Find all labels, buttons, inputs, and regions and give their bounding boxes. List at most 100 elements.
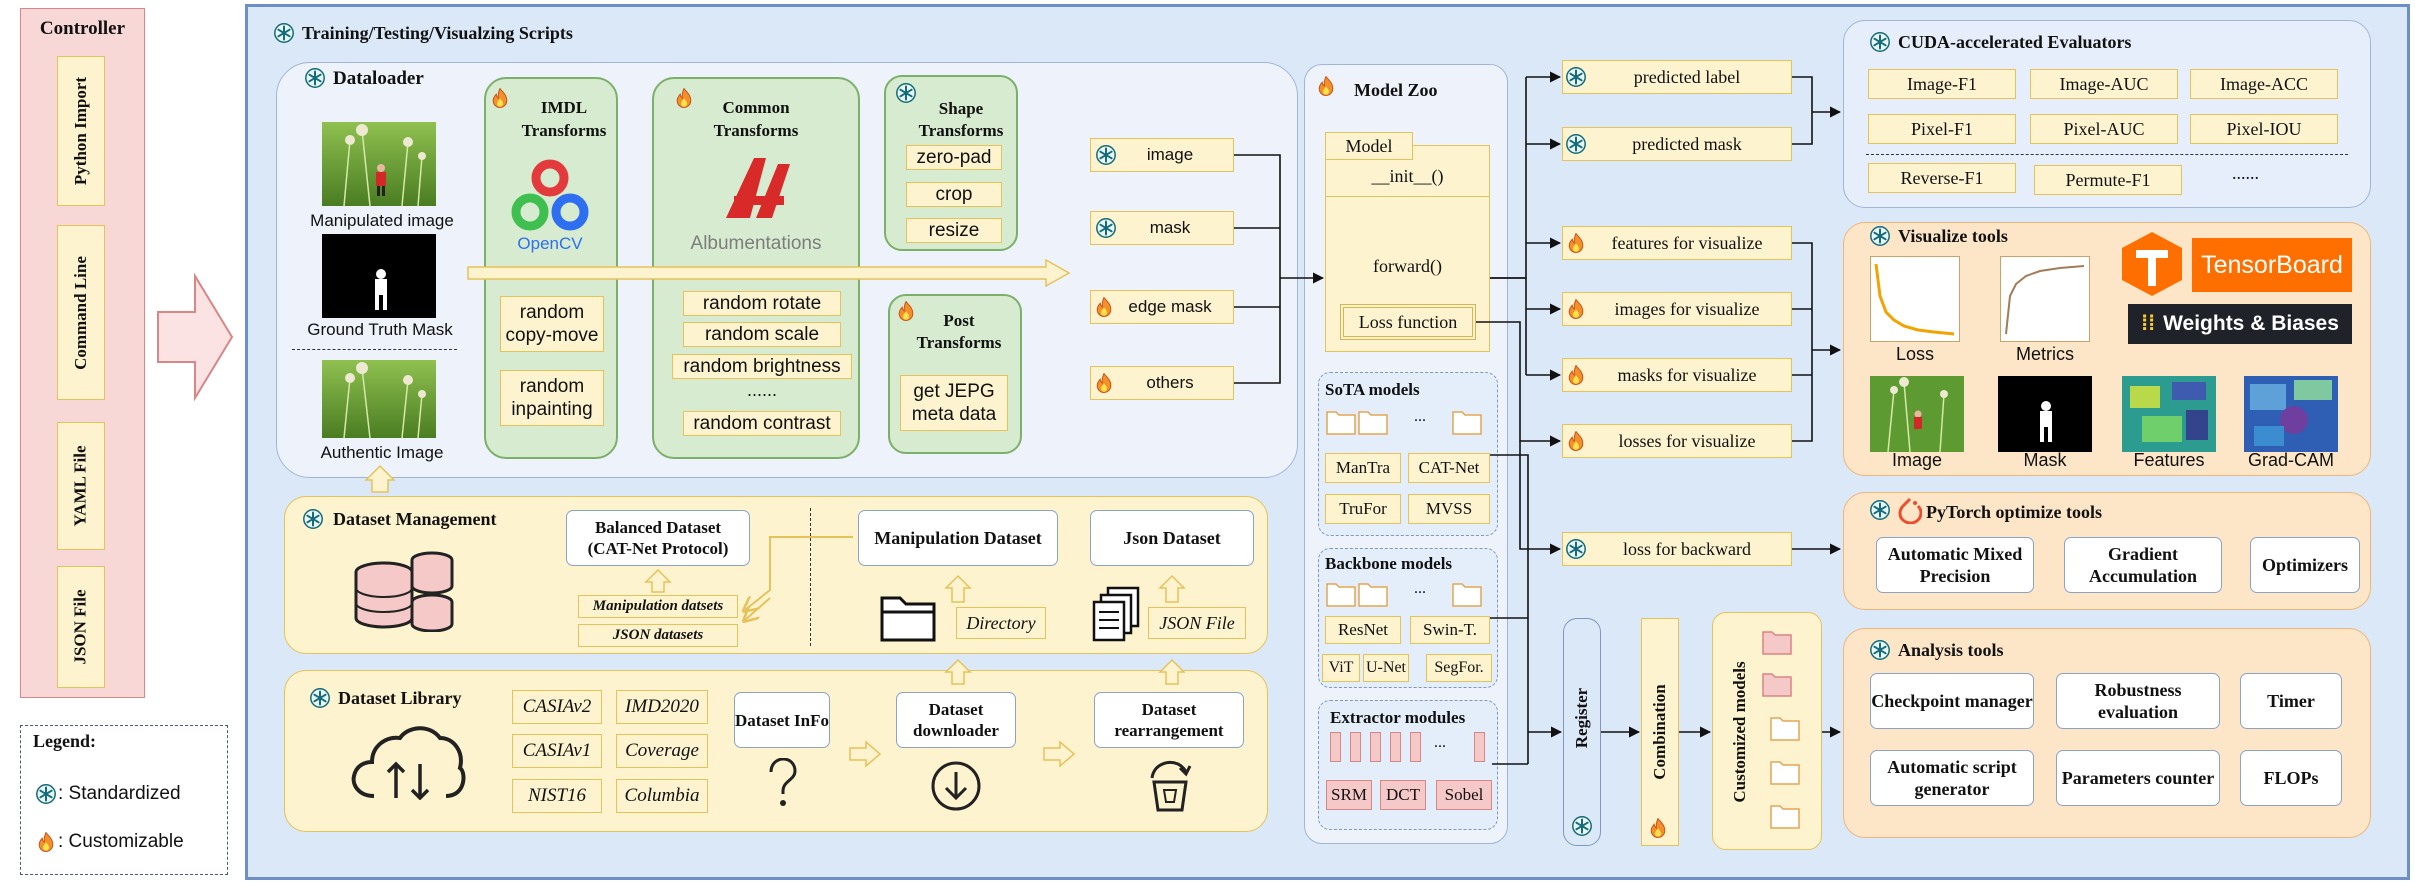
dataloader-title: Dataloader [333,68,424,89]
analysis-flops: FLOPs [2240,750,2342,806]
extractor-sobel: Sobel [1436,780,1492,810]
folder-icon [1762,668,1792,698]
analysis-title: Analysis tools [1898,640,2004,660]
imdl-item-inpainting: random inpainting [500,370,604,426]
legend-customizable: : Customizable [58,831,184,852]
snowflake-icon [303,509,323,529]
output-loss-backward: loss for backward [1562,532,1792,566]
opencv-logo [511,159,589,231]
extractor-filter-bar [1410,732,1421,762]
output-features: features for visualize [1562,226,1792,260]
pytorch-title: PyTorch optimize tools [1926,502,2102,522]
albumentations-logo-text: Albumentations [690,233,822,254]
extractor-srm: SRM [1326,780,1372,810]
separator [810,508,811,646]
sota-trufor: TruFor [1325,494,1401,524]
snowflake-icon [1566,134,1586,154]
input-others: others [1090,366,1234,400]
flame-icon [1568,431,1584,451]
backbone-swin: Swin-T. [1410,616,1490,644]
loss-function-box: Loss function [1340,304,1476,340]
folder-icon [1762,626,1792,656]
backbone-unet: U-Net [1363,654,1409,682]
sota-mantra: ManTra [1325,453,1401,483]
dataset-rearrangement-box: Dataset rearrangement [1094,692,1244,748]
common-item-scale: random scale [683,322,841,347]
register-panel [1563,618,1601,846]
snowflake-icon [1566,539,1586,559]
eval-image-auc: Image-AUC [2030,69,2178,99]
shape-title: Shape Transforms [918,99,1004,140]
features-label: Features [2133,450,2205,470]
eval-ellipsis: ...... [2232,163,2259,183]
folder-icon [1452,578,1482,608]
input-edge-mask: edge mask [1090,290,1234,324]
common-title: Common Transforms [713,98,799,140]
rearrange-icon [1150,761,1192,812]
pytorch-icon [1898,497,1922,524]
analysis-timer: Timer [2240,673,2342,729]
model-tab: Model [1325,132,1413,160]
analysis-script-gen: Automatic script generator [1870,750,2034,806]
controller-yaml-file[interactable]: YAML File [57,422,105,550]
authentic-image-label: Authentic Image [320,443,444,462]
analysis-params: Parameters counter [2056,750,2220,806]
wandb-logo: ⁞⁞Weights & Biases [2128,304,2352,344]
controller-command-line[interactable]: Command Line [57,225,105,400]
common-item-contrast: random contrast [683,411,841,436]
snowflake-icon [36,784,56,804]
dataset-columbia: Columbia [616,779,708,813]
legend-title: Legend: [33,731,96,751]
albumentations-logo [726,158,790,218]
folder-icon [1452,406,1482,436]
output-losses: losses for visualize [1562,424,1792,458]
flame-icon [1568,299,1584,319]
output-images: images for visualize [1562,292,1792,326]
snowflake-icon [310,688,330,708]
main-title: Training/Testing/Visualzing Scripts [302,23,573,43]
tensorboard-logo-icon [2122,232,2182,296]
model-init: __init__() [1371,166,1444,186]
controller-python-import[interactable]: Python Import [57,56,105,206]
question-icon [769,758,797,806]
output-predicted-mask: predicted mask [1562,127,1792,161]
sota-mvss: MVSS [1408,494,1490,524]
image-label: Image [1891,450,1943,470]
common-item-ellipsis: ...... [746,380,777,400]
balanced-dataset-box: Balanced Dataset (CAT-Net Protocol) [566,510,750,566]
combination-label: Combination [1650,684,1669,780]
analysis-checkpoint: Checkpoint manager [1870,673,2034,729]
metrics-label: Metrics [2016,344,2074,364]
folder-icon [1358,406,1388,436]
snowflake-icon [1870,640,1890,660]
extractor-title: Extractor modules [1330,708,1466,727]
evaluators-title: CUDA-accelerated Evaluators [1898,32,2132,52]
cloud-upload-download-icon [351,726,466,800]
snowflake-icon [1096,145,1116,165]
manipulated-image-label: Manipulated image [310,211,454,230]
authentic-image [322,360,436,438]
pytorch-amp: Automatic Mixed Precision [1876,537,2034,593]
flame-icon [1096,297,1112,317]
mask-thumb [1998,376,2092,452]
json-datasets-box: JSON datasets [578,624,738,647]
features-thumb [2122,376,2216,452]
tensorboard-logo: TensorBoard [2192,238,2352,292]
ground-truth-mask [322,234,436,318]
dataset-management-title: Dataset Management [333,509,497,529]
image-thumb [1870,376,1964,452]
metrics-curve-thumb [2000,256,2090,342]
legend-box [20,725,228,875]
register-label: Register [1572,687,1591,749]
extractor-filter-bar [1474,732,1485,762]
sota-title: SoTA models [1325,380,1420,399]
dataset-coverage: Coverage [616,734,708,768]
folder-icon [1326,406,1356,436]
extractor-filter-bar [1330,732,1341,762]
model-forward: forward() [1373,256,1442,276]
database-icon [354,551,454,632]
model-divider [1325,196,1490,197]
controller-json-file[interactable]: JSON File [57,566,105,688]
imdl-item-copy-move: random copy-move [500,296,604,352]
post-title: Post Transforms [916,311,1002,352]
